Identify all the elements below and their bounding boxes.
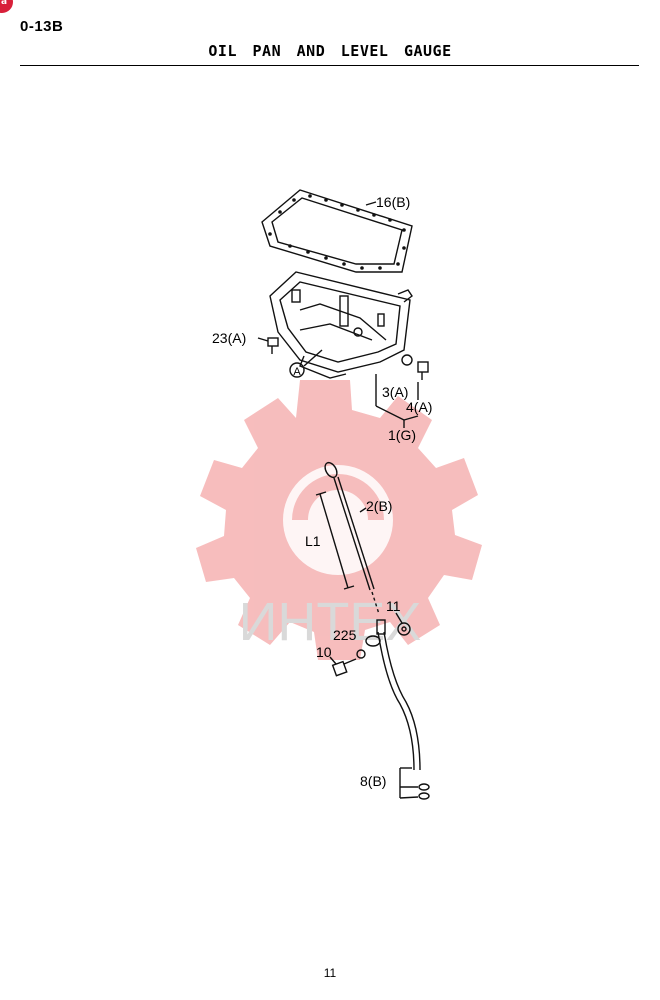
washer-3 [401,354,413,366]
page-number: 11 [323,966,337,980]
drain-plug-4 [417,361,429,380]
page-title: OIL PAN AND LEVEL GAUGE [208,42,452,60]
leader-nut-11 [395,612,403,624]
corner-badge-letter: a [1,0,8,7]
reference-circle-a [289,362,305,378]
watermark-gear-icon [196,380,482,660]
nut-11 [397,622,411,636]
leader-bolt-23 [257,337,269,342]
level-gauge-2 [324,461,380,615]
callout-washer-225: 225 [333,627,357,643]
corner-badge: a [0,0,13,13]
callout-gasket: 16(B) [376,194,410,210]
callout-bolt-23: 23(A) [212,330,246,346]
leader-gauge-2 [359,507,367,513]
title-divider [20,65,639,66]
oil-pan-gasket [261,189,413,273]
bracket-assembly-1 [375,374,419,428]
page-code: 0-13B [20,18,64,35]
watermark-text: ИНТЕХ [239,592,422,652]
callout-washer-3: 3(A) [382,384,408,400]
callout-plug-4: 4(A) [406,399,432,415]
callout-bolt-10: 10 [316,644,332,660]
leader-circle-a [303,349,323,367]
washer-225 [356,649,366,659]
leader-gasket [365,201,377,206]
dimension-l1 [315,491,355,590]
callout-oring-8: 8(B) [360,773,386,789]
callout-nut-11: 11 [386,598,401,614]
guide-tube [365,619,421,771]
oil-pan [269,271,413,379]
leader-bolt-10 [329,656,337,665]
callout-circle-a: A [293,366,301,378]
bolt-10 [331,658,357,677]
callout-assembly-1: 1(G) [388,427,416,443]
callout-gauge-2: 2(B) [366,498,392,514]
o-rings-8 [399,767,430,800]
callout-length-l1: L1 [305,533,321,549]
bolt-23 [267,337,279,354]
